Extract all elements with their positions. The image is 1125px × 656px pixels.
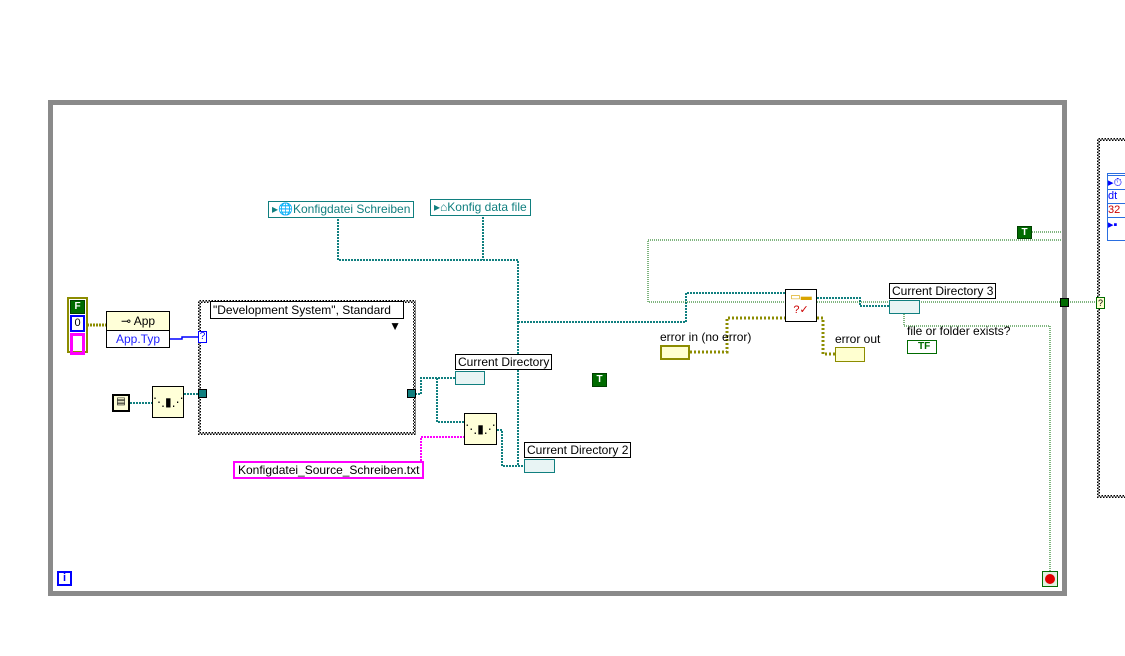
current-directory-2-indicator[interactable] — [524, 459, 555, 473]
current-directory-3-indicator[interactable] — [889, 300, 920, 314]
stop-terminal[interactable] — [1042, 571, 1058, 587]
error-in-control[interactable] — [660, 345, 690, 360]
path-wire — [518, 292, 785, 323]
numeric-wire — [170, 336, 198, 340]
error-out-label: error out — [835, 332, 881, 346]
app-typ-property: App.Typ — [115, 332, 161, 346]
chip-icon: ▸▪ — [1108, 217, 1125, 231]
konfig-data-file-constant[interactable]: ▸⌂Konfig data file — [430, 199, 531, 216]
file-exists-indicator[interactable]: TF — [907, 340, 937, 354]
current-directory-indicator[interactable] — [455, 371, 485, 385]
current-directory-label: Current Directory — [455, 354, 553, 370]
numeric-item: 32 — [1108, 203, 1125, 217]
stop-icon — [1045, 574, 1055, 584]
globe-icon: 🌐 — [278, 202, 293, 216]
default-directory-icon[interactable]: ▤ — [112, 394, 130, 412]
error-wire — [817, 316, 835, 356]
path-wire — [436, 378, 464, 423]
dt-item: dt — [1108, 189, 1125, 203]
tunnel-out — [407, 389, 416, 398]
question-check-icon: ?✓ — [793, 304, 809, 316]
reference-icon: ⊸ — [120, 314, 134, 328]
build-path-node[interactable]: ⋱▮⋰ — [152, 386, 184, 418]
error-wire — [690, 316, 785, 354]
path-wire — [497, 429, 524, 467]
current-directory-3-label: Current Directory 3 — [889, 283, 997, 299]
bundle-node[interactable]: ▸⏱ dt 32 ▸▪ — [1107, 173, 1125, 241]
build-path-node-2[interactable]: ⋱▮⋰ — [464, 413, 497, 445]
timer-icon: ▸⏱ — [1108, 175, 1125, 189]
case-selector[interactable]: "Development System", Standard▼ — [210, 301, 404, 333]
check-if-file-or-folder-exists-node[interactable]: ▭▬?✓ — [785, 289, 817, 322]
app-property-node[interactable]: ⊸ App App.Typ — [106, 311, 170, 348]
error-out-indicator[interactable] — [835, 347, 865, 362]
cluster-constant[interactable]: F 0 — [67, 297, 88, 355]
error-in-label: error in (no error) — [660, 330, 752, 344]
true-constant-2[interactable]: T — [1017, 226, 1032, 239]
dropdown-arrow-icon[interactable]: ▼ — [389, 319, 401, 333]
folder-icon: ▭▬ — [790, 291, 812, 303]
file-exists-label: file or folder exists? — [907, 324, 1011, 338]
case-structure — [198, 300, 416, 435]
konfigdatei-schreiben-constant[interactable]: ▸🌐Konfigdatei Schreiben — [268, 201, 415, 218]
home-icon: ⌂ — [440, 200, 448, 214]
tunnel-in — [198, 389, 207, 398]
loop-right-edge — [1062, 105, 1067, 595]
string-constant — [70, 333, 85, 355]
numeric-constant: 0 — [70, 315, 85, 332]
bool-wire — [647, 239, 1063, 303]
source-filename-constant[interactable]: Konfigdatei_Source_Schreiben.txt — [233, 461, 425, 479]
case-selector-terminal: ? — [198, 331, 207, 343]
iteration-terminal: i — [57, 571, 72, 586]
path-wire — [337, 219, 519, 322]
true-constant[interactable]: T — [592, 373, 607, 387]
current-directory-2-label: Current Directory 2 — [524, 442, 632, 458]
bool-tunnel — [1060, 298, 1069, 307]
false-constant: F — [70, 300, 85, 314]
bool-wire — [903, 314, 1051, 571]
conditional-terminal: ? — [1096, 297, 1105, 309]
